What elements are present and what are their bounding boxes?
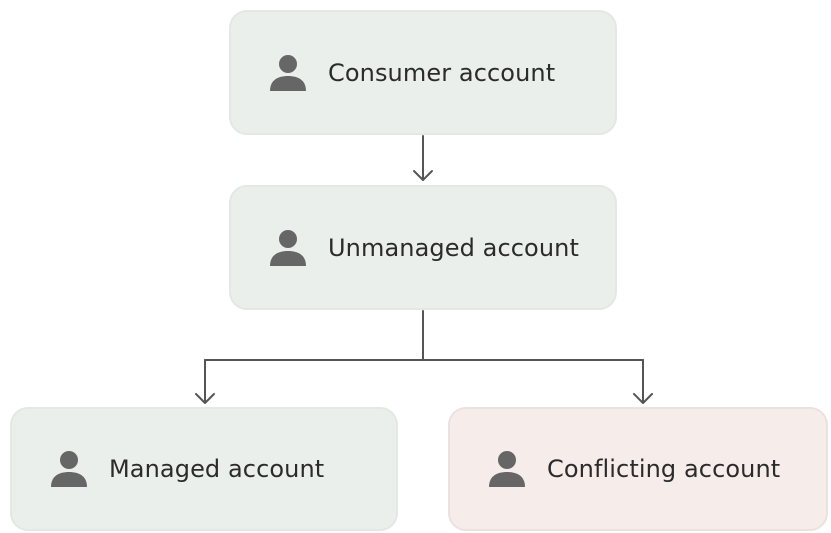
node-label: Unmanaged account <box>328 233 579 262</box>
person-icon <box>51 451 87 487</box>
node-unmanaged-account[interactable]: Unmanaged account <box>229 185 617 310</box>
node-consumer-account[interactable]: Consumer account <box>229 10 617 135</box>
person-icon <box>270 229 306 266</box>
edge-unmanaged-to-conflicting <box>422 359 653 404</box>
person-icon <box>270 54 306 91</box>
person-icon <box>489 451 525 487</box>
node-label: Managed account <box>109 455 325 483</box>
node-conflicting-account[interactable]: Conflicting account <box>448 407 828 531</box>
edge-unmanaged-to-managed <box>195 310 424 404</box>
node-managed-account[interactable]: Managed account <box>10 407 398 531</box>
node-label: Conflicting account <box>547 455 781 483</box>
node-label: Consumer account <box>328 58 556 87</box>
edge-consumer-to-unmanaged <box>413 135 433 181</box>
